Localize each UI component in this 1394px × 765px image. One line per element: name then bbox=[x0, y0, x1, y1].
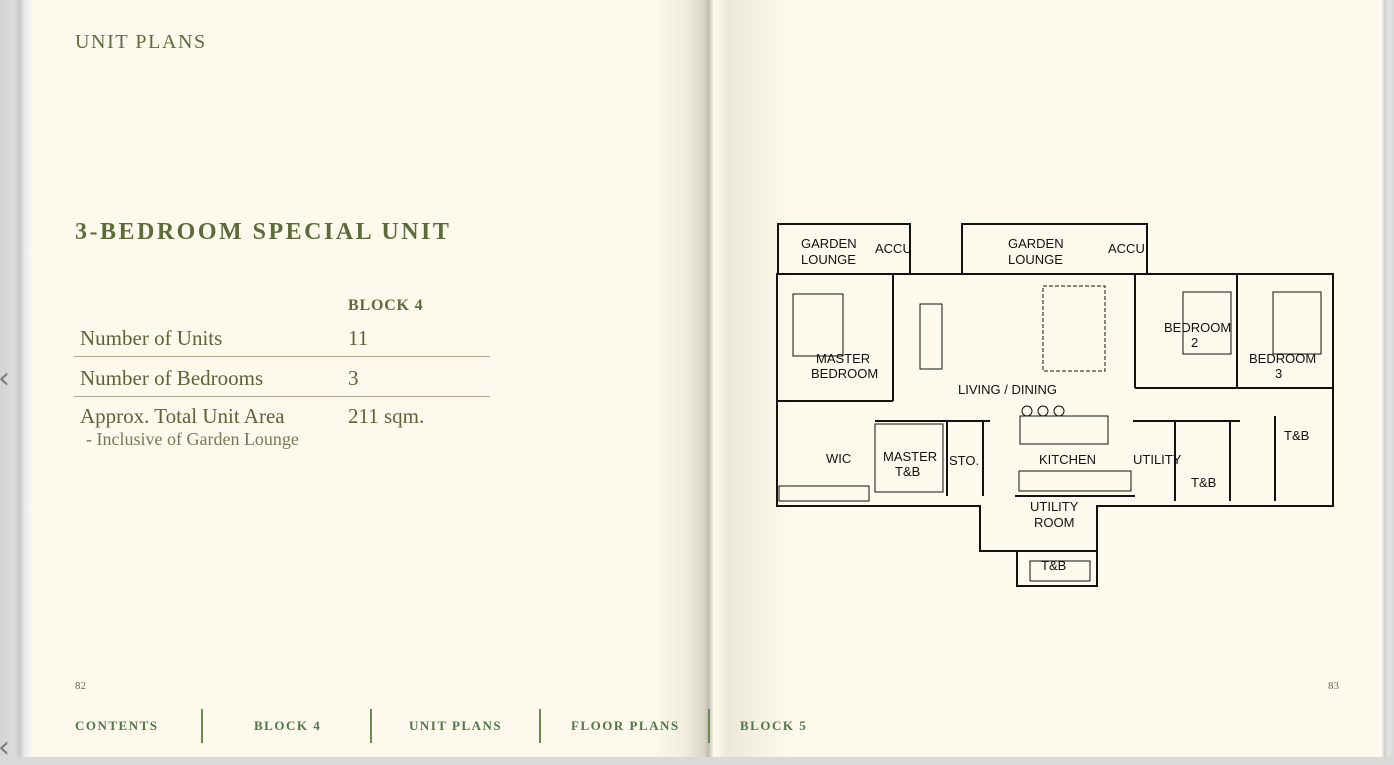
table-row: Number of Units 11 bbox=[74, 318, 490, 357]
plan-label: ROOM bbox=[1034, 515, 1074, 530]
nav-unit-plans[interactable]: UNIT PLANS bbox=[409, 718, 503, 733]
plan-label: T&B bbox=[1191, 475, 1216, 490]
plan-label: LOUNGE bbox=[1008, 252, 1063, 267]
book-gutter-shadow bbox=[651, 0, 791, 757]
plan-label: GARDEN bbox=[801, 236, 857, 251]
nav-floor-plans[interactable]: FLOOR PLANS bbox=[571, 718, 680, 733]
row-value-area: 211 sqm. bbox=[348, 404, 425, 428]
page-number-left: 82 bbox=[75, 680, 86, 692]
plan-label: ACCU bbox=[1108, 241, 1145, 256]
plan-label: 2 bbox=[1191, 335, 1198, 350]
plan-label: BEDROOM bbox=[1249, 351, 1316, 366]
nav-divider bbox=[370, 709, 372, 743]
row-label-units: Number of Units bbox=[80, 326, 223, 350]
row-value-units: 11 bbox=[348, 326, 369, 350]
plan-label: ACCU bbox=[875, 241, 912, 256]
plan-label: GARDEN bbox=[1008, 236, 1064, 251]
nav-block-5[interactable]: BLOCK 5 bbox=[740, 718, 808, 733]
row-note-area: - Inclusive of Garden Lounge bbox=[86, 429, 299, 449]
plan-label: T&B bbox=[1041, 558, 1066, 573]
unit-spec-table: Number of Units 11 Number of Bedrooms 3 … bbox=[74, 318, 490, 467]
page-number-right: 83 bbox=[1328, 680, 1339, 692]
viewer-left-margin bbox=[0, 0, 31, 757]
table-column-header: BLOCK 4 bbox=[348, 297, 424, 314]
table-row: Approx. Total Unit Area 211 sqm. - Inclu… bbox=[74, 397, 490, 467]
row-label-bedrooms: Number of Bedrooms bbox=[80, 366, 264, 390]
plan-label: STO. bbox=[949, 453, 979, 468]
nav-contents[interactable]: CONTENTS bbox=[75, 718, 159, 733]
nav-divider bbox=[539, 709, 541, 743]
plan-label: T&B bbox=[895, 464, 920, 479]
plan-label: UTILITY bbox=[1133, 452, 1182, 467]
nav-divider bbox=[708, 709, 710, 743]
floor-plan-drawing: GARDEN LOUNGE ACCU GARDEN LOUNGE ACCU MA… bbox=[776, 223, 1334, 587]
unit-title: 3-BEDROOM SPECIAL UNIT bbox=[75, 219, 452, 245]
plan-label: LOUNGE bbox=[801, 252, 856, 267]
row-label-area: Approx. Total Unit Area bbox=[80, 404, 285, 428]
nav-divider bbox=[201, 709, 203, 743]
viewer-right-margin bbox=[1382, 0, 1394, 757]
plan-label: BEDROOM bbox=[1164, 320, 1231, 335]
plan-label: KITCHEN bbox=[1039, 452, 1096, 467]
table-row: Number of Bedrooms 3 bbox=[74, 357, 490, 397]
bottom-navigation: CONTENTS BLOCK 4 UNIT PLANS FLOOR PLANS … bbox=[75, 708, 807, 744]
plan-label: MASTER bbox=[816, 351, 870, 366]
row-value-bedrooms: 3 bbox=[348, 366, 359, 390]
plan-label: 3 bbox=[1275, 366, 1282, 381]
plan-label: LIVING / DINING bbox=[958, 382, 1057, 397]
plan-label: BEDROOM bbox=[811, 366, 878, 381]
nav-block-4[interactable]: BLOCK 4 bbox=[254, 718, 322, 733]
plan-label: UTILITY bbox=[1030, 499, 1079, 514]
plan-label: MASTER bbox=[883, 449, 937, 464]
floor-plan-labels: GARDEN LOUNGE ACCU GARDEN LOUNGE ACCU MA… bbox=[801, 236, 1316, 573]
previous-page-arrow-icon-lower[interactable]: ‹ bbox=[0, 733, 10, 763]
plan-label: WIC bbox=[826, 451, 851, 466]
previous-page-arrow-icon[interactable]: ‹ bbox=[0, 364, 10, 394]
plan-label: T&B bbox=[1284, 428, 1309, 443]
section-label: UNIT PLANS bbox=[75, 31, 207, 53]
book-spread: UNIT PLANS 3-BEDROOM SPECIAL UNIT BLOCK … bbox=[31, 0, 1382, 757]
